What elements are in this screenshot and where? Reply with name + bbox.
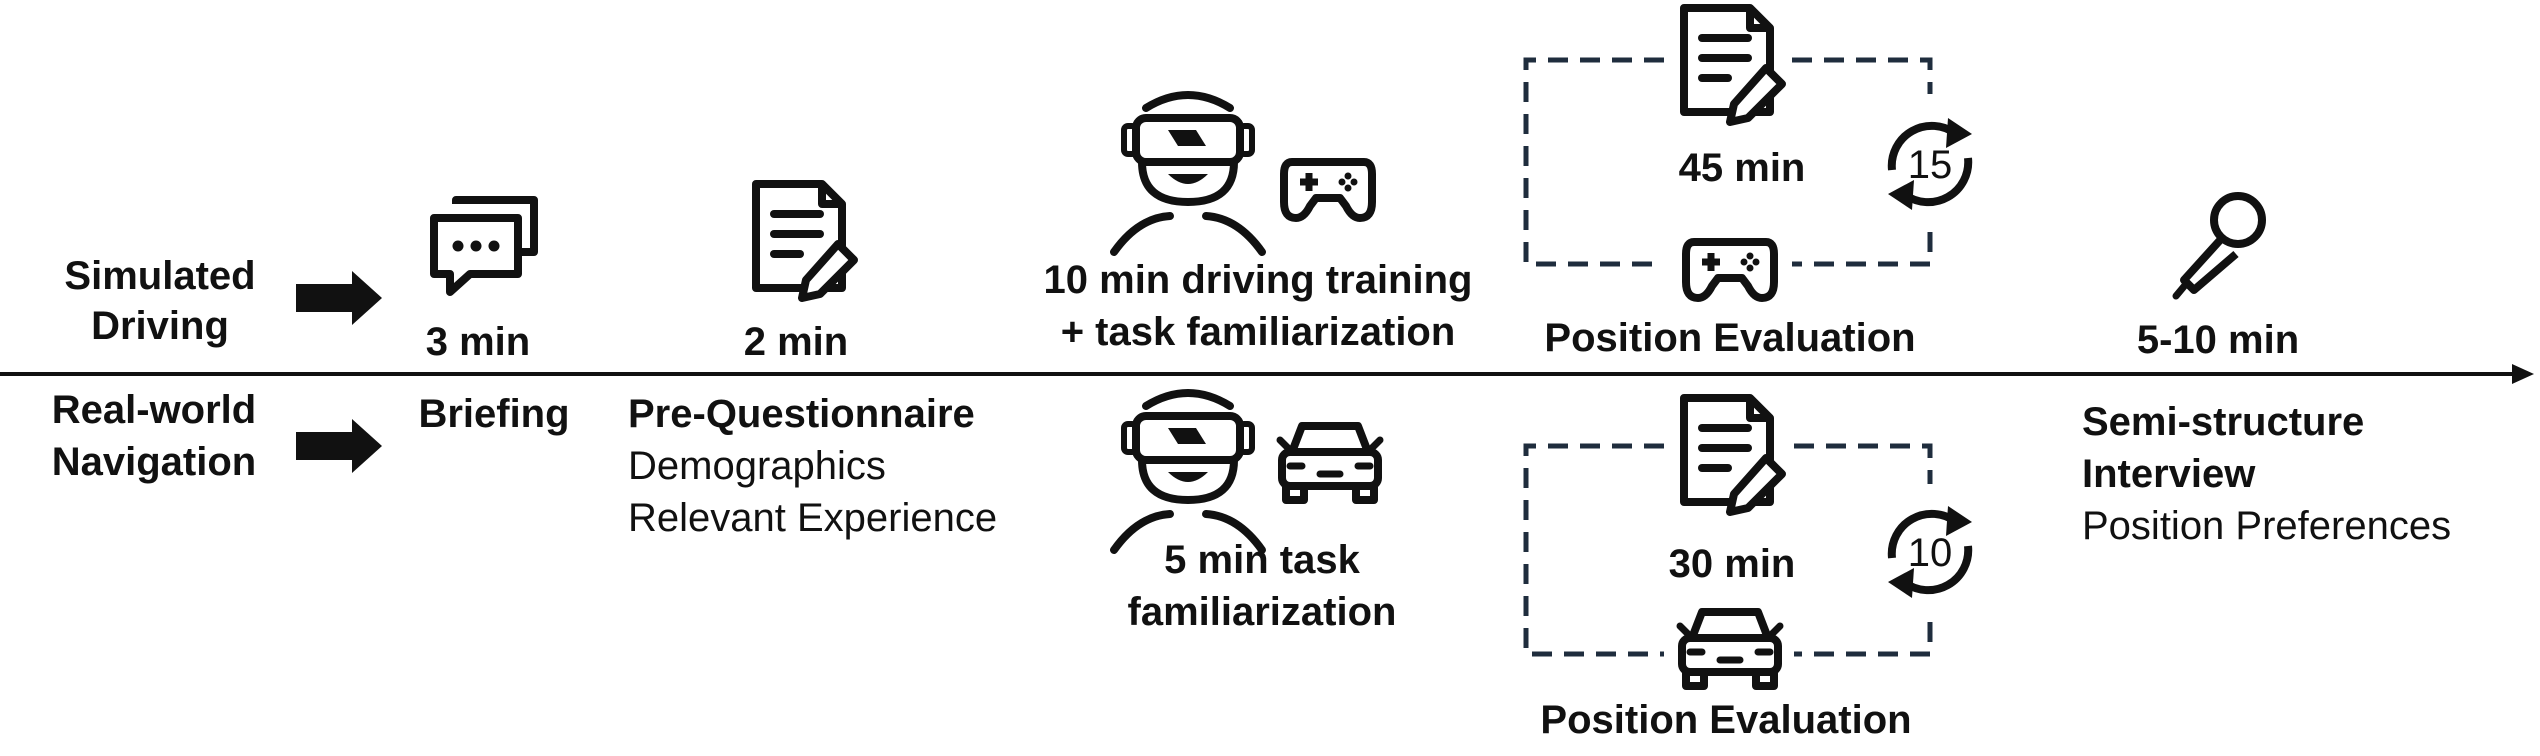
row-label-real-line2: Navigation [51,440,257,484]
arrow-simulated-icon [296,271,382,325]
car-icon-training [1280,426,1380,500]
questionnaire-icon [756,184,854,298]
evaluation-real-label: Position Evaluation [1540,698,1912,742]
training-real-line1: 5 min task [1164,538,1360,582]
training-simulated-line1: 10 min driving training [1043,258,1473,302]
evaluation-real-duration: 30 min [1668,542,1796,586]
vr-headset-icon-simulated [1114,95,1262,252]
evaluation-loop-simulated [1523,57,1933,267]
questionnaire-icon-eval-real [1684,398,1782,512]
interview-title-line1: Semi-structure [2082,400,2365,444]
row-label-simulated-line1: Simulated [64,254,256,298]
row-label-simulated-line2: Driving [91,304,229,348]
chat-icon [430,196,538,296]
evaluation-simulated-duration: 45 min [1678,146,1806,190]
pre-questionnaire-item-2: Relevant Experience [628,496,998,540]
timeline-axis [0,364,2534,384]
pre-questionnaire-item-1: Demographics [628,444,886,488]
pre-questionnaire-title: Pre-Questionnaire [628,392,975,436]
evaluation-real-repeat: 10 [1907,531,1953,575]
gamepad-icon-training [1284,162,1372,218]
training-real-line2: familiarization [1127,590,1397,634]
training-simulated-line2: + task familiarization [1060,310,1456,354]
interview-title-line2: Interview [2082,452,2256,496]
car-icon-eval [1680,612,1780,686]
pre-questionnaire-duration: 2 min [743,320,849,364]
briefing-label: Briefing [418,392,570,436]
evaluation-simulated-repeat: 15 [1907,143,1953,187]
questionnaire-icon-eval-simulated [1684,8,1782,122]
evaluation-simulated-label: Position Evaluation [1544,316,1916,360]
interview-duration: 5-10 min [2136,318,2300,362]
arrow-real-icon [296,419,382,473]
interview-subtitle: Position Preferences [2082,504,2452,548]
gamepad-icon-eval [1686,242,1774,298]
briefing-duration: 3 min [425,320,531,364]
vr-headset-icon-real [1114,393,1262,550]
evaluation-loop-real [1523,443,1933,657]
microphone-icon [2172,192,2266,300]
row-label-real-line1: Real-world [51,388,257,432]
